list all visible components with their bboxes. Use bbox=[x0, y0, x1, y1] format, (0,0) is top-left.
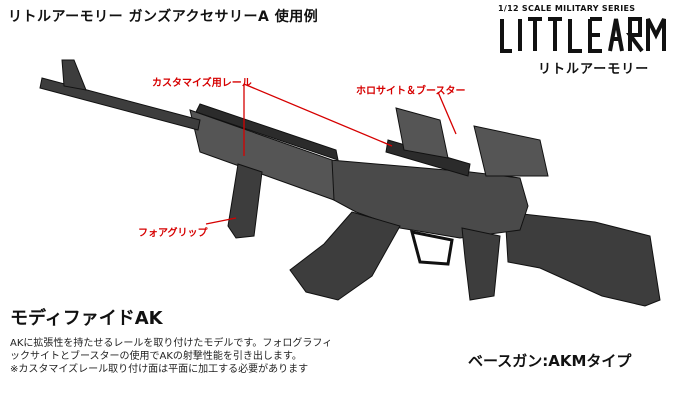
callout-holosight-booster: ホロサイト＆ブースター bbox=[356, 86, 466, 97]
description-line-1: AKに拡張性を持たせるレールを取り付けたモデルです。フォログラフィ bbox=[10, 338, 333, 349]
rifle-pistol-grip bbox=[461, 227, 501, 301]
logo-series-text: 1/12 SCALE MILITARY SERIES bbox=[498, 4, 636, 13]
product-name: モディファイドAK bbox=[10, 308, 163, 329]
logo-kana: リトルアーモリー bbox=[538, 62, 650, 77]
rifle-barrel bbox=[39, 77, 201, 131]
logo-wordmark bbox=[500, 17, 666, 53]
rifle-stock bbox=[504, 211, 661, 307]
base-gun-label: ベースガン:AKMタイプ bbox=[468, 352, 632, 370]
rifle-holosight bbox=[395, 107, 449, 159]
rifle-magazine bbox=[289, 211, 401, 301]
rifle-booster bbox=[473, 125, 549, 177]
rifle-trigger-guard bbox=[409, 230, 454, 266]
callout-foregrip: フォアグリップ bbox=[138, 228, 208, 239]
description-note: ※カスタマイズレール取り付け面は平面に加工する必要があります bbox=[10, 364, 309, 375]
page-title: リトルアーモリー ガンズアクセサリーA 使用例 bbox=[8, 9, 319, 25]
rifle-front-sight bbox=[61, 59, 87, 91]
rifle-rail bbox=[195, 103, 339, 161]
brand-logo: 1/12 SCALE MILITARY SERIES リトルアーモリー bbox=[498, 4, 670, 77]
rifle-foregrip bbox=[227, 163, 263, 239]
description-line-2: ックサイトとブースターの使用でAKの射撃性能を引き出します。 bbox=[10, 351, 302, 362]
rifle-handguard bbox=[189, 109, 335, 201]
callout-custom-rail: カスタマイズ用レール bbox=[152, 78, 252, 89]
